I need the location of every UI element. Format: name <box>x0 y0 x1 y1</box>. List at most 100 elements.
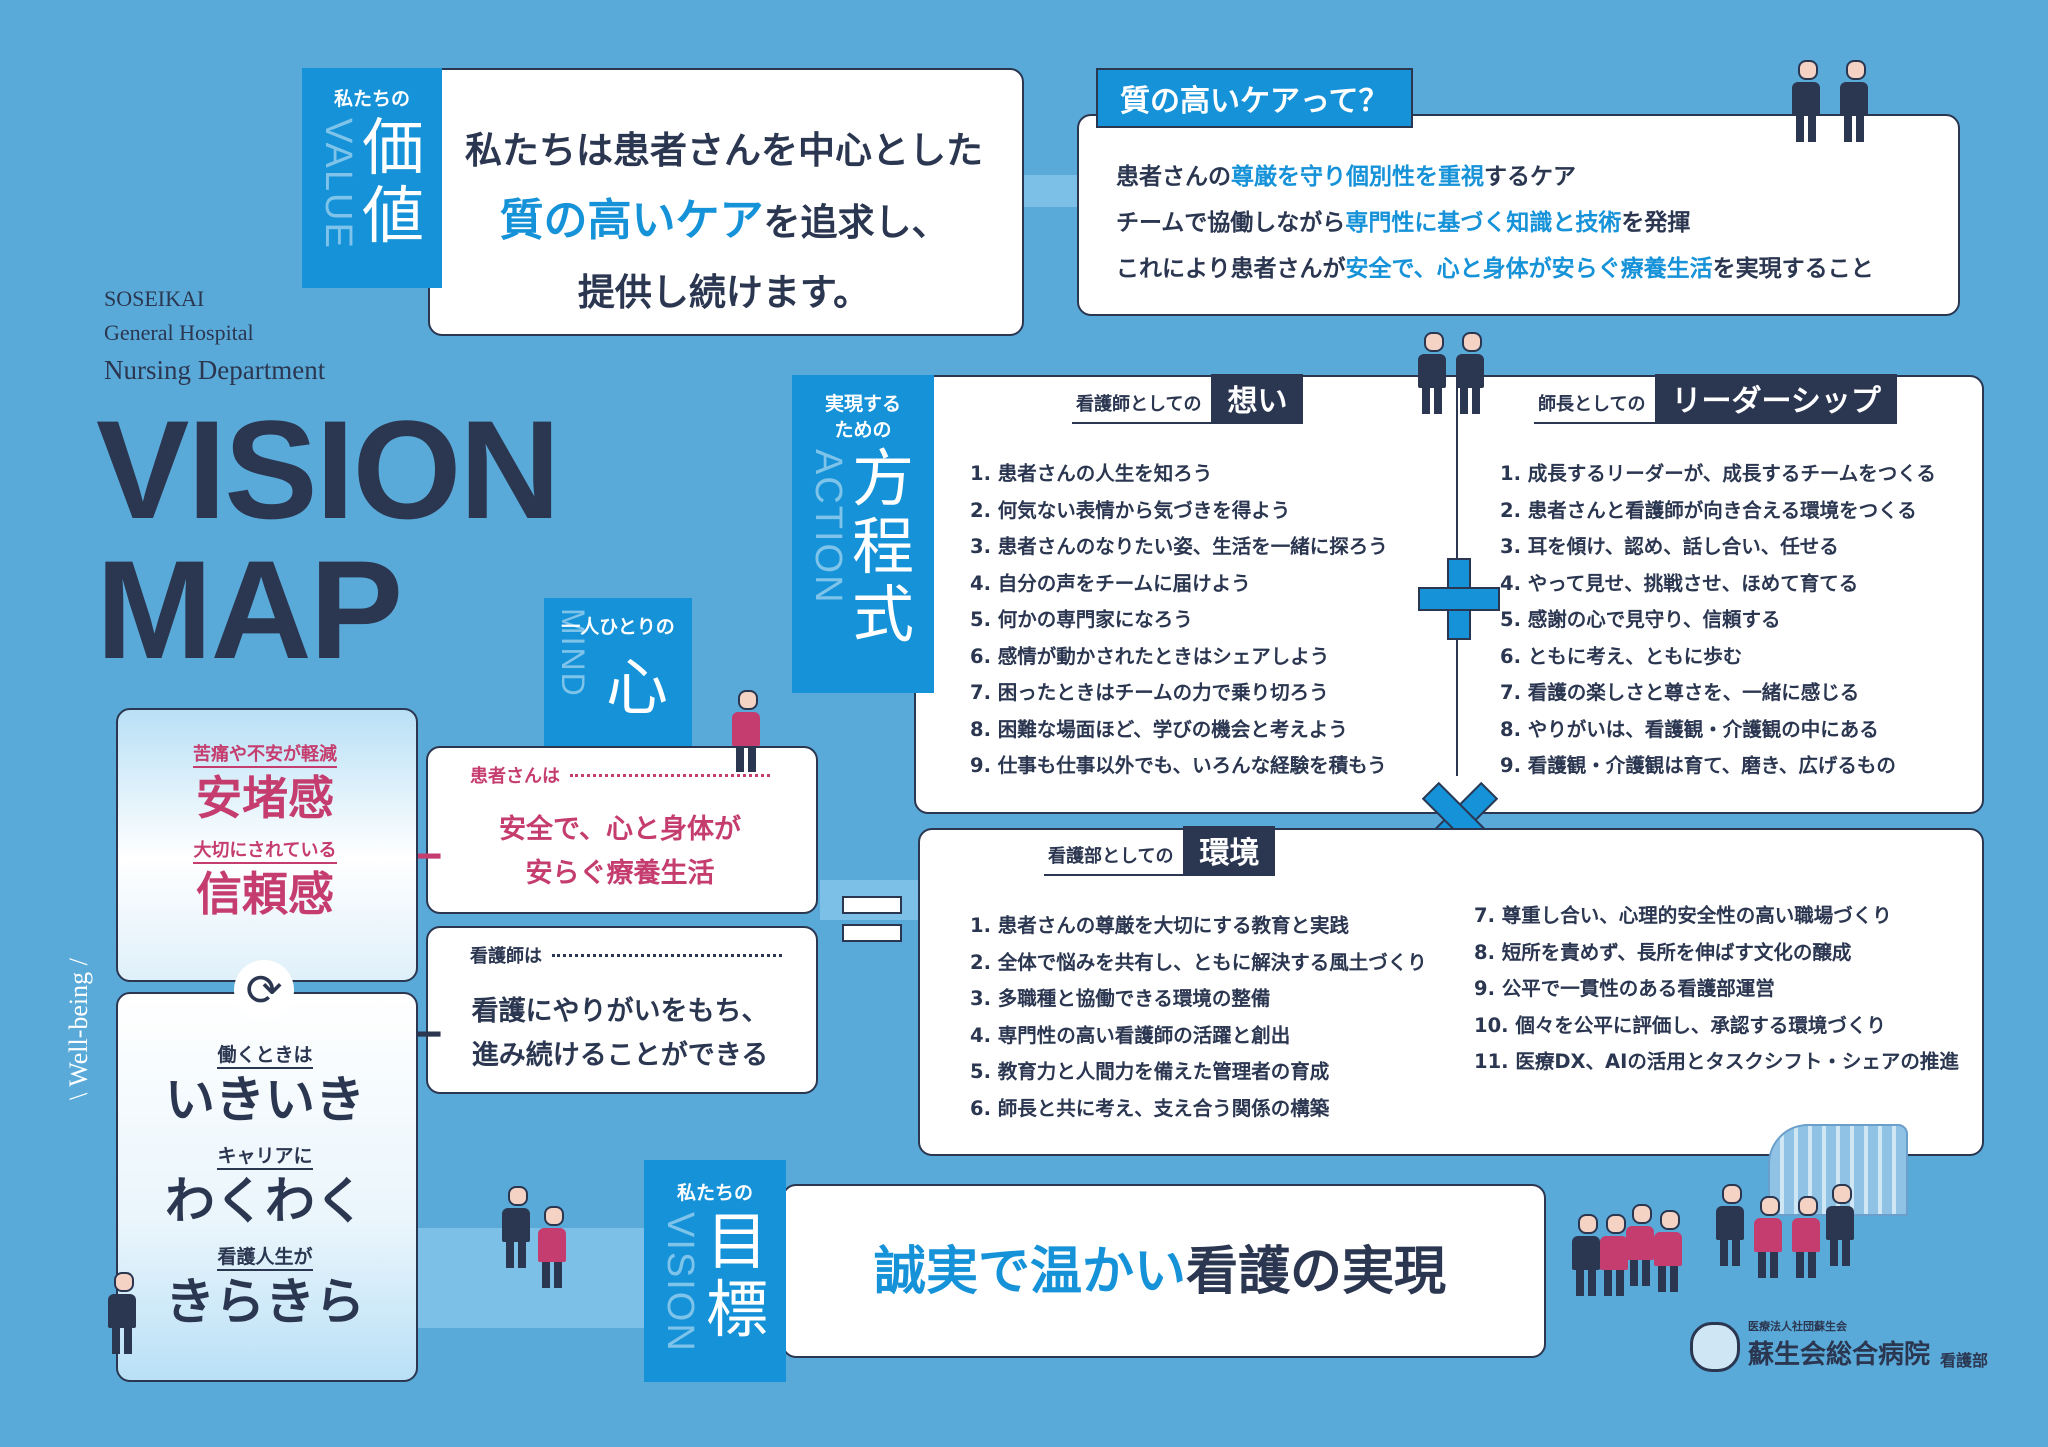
person-illustration-icon <box>1654 1210 1682 1292</box>
feeling-5-big: きらきら <box>165 1273 365 1331</box>
value-tag-en: VALUE <box>317 118 359 250</box>
patient-feelings: 苦痛や不安が軽減 安堵感 大切にされている 信頼感 <box>116 740 414 924</box>
person-illustration-icon <box>1754 1196 1782 1278</box>
goal-rest: 看護の実現 <box>1186 1242 1447 1302</box>
equals-icon <box>842 896 902 942</box>
quality-l2-b: 専門性に基づく知識と技術 <box>1345 210 1622 236</box>
cycle-icon: ⟳ <box>234 960 294 1020</box>
nurse-label: 看護師は <box>470 942 782 968</box>
quality-l3-c: を実現すること <box>1712 256 1874 282</box>
page-title: VISION MAP <box>96 400 561 688</box>
value-line-2-rest: を追求し、 <box>763 201 949 244</box>
goal-card <box>782 1184 1546 1358</box>
goal-text: 誠実で温かい看護の実現 <box>790 1240 1530 1304</box>
value-card <box>428 68 1024 336</box>
action-tag-small-1: 実現する <box>824 393 901 415</box>
title-map: MAP <box>96 531 403 688</box>
list-item: 1. 患者さんの尊厳を大切にする教育と実践 <box>970 914 1349 937</box>
quality-card <box>1077 114 1960 316</box>
list-item: 11. 医療DX、AIの活用とタスクシフト・シェアの推進 <box>1474 1050 1959 1073</box>
person-illustration-icon <box>108 1272 136 1354</box>
list-item: 9. 公平で一貫性のある看護部運営 <box>1474 977 1775 1000</box>
quality-l1-a: 患者さんの <box>1116 164 1231 190</box>
footer-org-small: 医療法人社団蘇生会 <box>1748 1320 1847 1333</box>
list-item: 10. 個々を公平に評価し、承認する環境づくり <box>1474 1013 1886 1037</box>
quality-header: 質の高いケアって？ <box>1096 68 1413 128</box>
person-illustration-icon <box>1716 1184 1744 1266</box>
goal-tag-small: 私たちの <box>676 1182 753 1204</box>
feeling-2-big: 信頼感 <box>196 867 334 921</box>
quality-l2-c: を発揮 <box>1621 210 1691 236</box>
feeling-1-big: 安堵感 <box>196 771 334 825</box>
list-item: 6. 師長と共に考え、支え合う関係の構築 <box>970 1096 1330 1120</box>
footer-dept: 看護部 <box>1940 1351 1989 1370</box>
list-item: 5. 感謝の心で見守り、信頼する <box>1500 608 1781 631</box>
list-item: 7. 困ったときはチームの力で乗り切ろう <box>970 681 1329 704</box>
patient-line-2: 安らぐ療養生活 <box>525 858 715 889</box>
patient-text: 安全で、心と身体が 安らぐ療養生活 <box>426 808 814 896</box>
environment-header: 看護部としての 環境 <box>1044 826 1276 876</box>
list-item: 2. 全体で悩みを共有し、ともに解決する風土づくり <box>970 950 1427 974</box>
list-item: 5. 何かの専門家になろう <box>970 608 1193 631</box>
person-illustration-icon <box>502 1186 530 1268</box>
environment-card <box>918 828 1984 1156</box>
feeling-3-big: いきいき <box>165 1071 365 1129</box>
person-illustration-icon <box>1572 1214 1600 1296</box>
list-item: 9. 仕事も仕事以外でも、いろんな経験を積もう <box>970 754 1387 777</box>
value-line-1: 私たちは患者さんを中心とした <box>465 129 983 172</box>
connector-band <box>415 1228 645 1328</box>
person-illustration-icon <box>1418 332 1446 414</box>
feeling-4-big: わくわく <box>165 1172 365 1230</box>
quality-l3-a: これにより患者さんが <box>1116 256 1346 282</box>
list-item: 4. 自分の声をチームに届けよう <box>970 571 1251 595</box>
quality-list: 患者さんの尊厳を守り個別性を重視するケア チームで協働しながら専門性に基づく知識… <box>1116 154 1874 292</box>
patient-feeling-card <box>116 708 418 982</box>
list-item: 9. 看護観・介護観は育て、磨き、広げるもの <box>1500 754 1896 777</box>
nurse-text: 看護にやりがいをもち、 進み続けることができる <box>426 990 814 1078</box>
list-item: 4. やって見せ、挑戦させ、ほめて育てる <box>1500 571 1859 595</box>
feeling-5-small: 看護人生が <box>217 1242 313 1271</box>
list-item: 1. 患者さんの人生を知ろう <box>970 462 1213 485</box>
thoughts-header-big: 想い <box>1211 374 1304 422</box>
feeling-2-small: 大切にされている <box>193 836 337 864</box>
value-tag: 私たちの VALUE 価値 <box>302 68 442 288</box>
list-item: 3. 患者さんのなりたい姿、生活を一緒に探ろう <box>970 535 1388 558</box>
patient-label-text: 患者さんは <box>470 766 560 787</box>
feeling-1-small: 苦痛や不安が軽減 <box>193 740 337 768</box>
quality-l1-b: 尊厳を守り個別性を重視 <box>1231 164 1484 190</box>
list-item: 6. ともに考え、ともに歩む <box>1500 644 1743 668</box>
person-illustration-icon <box>1626 1204 1654 1286</box>
mind-tag-small: 一人ひとりの <box>561 616 675 638</box>
quality-line-3: これにより患者さんが安全で、心と身体が安らぐ療養生活を実現すること <box>1116 246 1874 292</box>
value-tag-small: 私たちの <box>333 88 410 110</box>
action-tag: 実現する ための ACTION 方程式 <box>792 375 934 693</box>
leadership-header-big: リーダーシップ <box>1655 374 1897 422</box>
nurse-feelings: 働くときは いきいき キャリアに わくわく 看護人生が きらきら <box>116 1040 414 1333</box>
nurse-label-text: 看護師は <box>470 946 542 967</box>
mind-tag: 一人ひとりの MIND 心 <box>544 598 692 748</box>
thoughts-header: 看護師としての 想い <box>1072 374 1304 424</box>
plus-icon <box>1418 558 1500 640</box>
person-illustration-icon <box>1600 1214 1628 1296</box>
list-item: 7. 看護の楽しさと尊さを、一緒に感じる <box>1500 681 1860 704</box>
goal-tag-en: VISION <box>659 1212 701 1353</box>
quality-line-1: 患者さんの尊厳を守り個別性を重視するケア <box>1116 154 1874 200</box>
list-item: 3. 多職種と協働できる環境の整備 <box>970 987 1271 1010</box>
person-illustration-icon <box>732 690 760 772</box>
brand-line-3: Nursing Department <box>104 355 326 385</box>
person-illustration-icon <box>1826 1184 1854 1266</box>
nurse-feeling-card <box>116 992 418 1382</box>
list-item: 8. 短所を責めず、長所を伸ばす文化の醸成 <box>1474 940 1852 964</box>
value-line-2: 質の高いケアを追求し、 <box>444 186 1004 258</box>
thoughts-header-small: 看護師としての <box>1076 394 1202 415</box>
person-illustration-icon <box>1792 60 1820 142</box>
leadership-header: 師長としての リーダーシップ <box>1534 374 1897 424</box>
action-tag-small-2: ための <box>834 419 892 441</box>
wellbeing-side-label: \ Well-being / <box>64 958 93 1100</box>
quality-line-2: チームで協働しながら専門性に基づく知識と技術を発揮 <box>1116 200 1874 246</box>
list-item: 4. 専門性の高い看護師の活躍と創出 <box>970 1023 1291 1047</box>
list-item: 8. 困難な場面ほど、学びの機会と考えよう <box>970 717 1348 741</box>
